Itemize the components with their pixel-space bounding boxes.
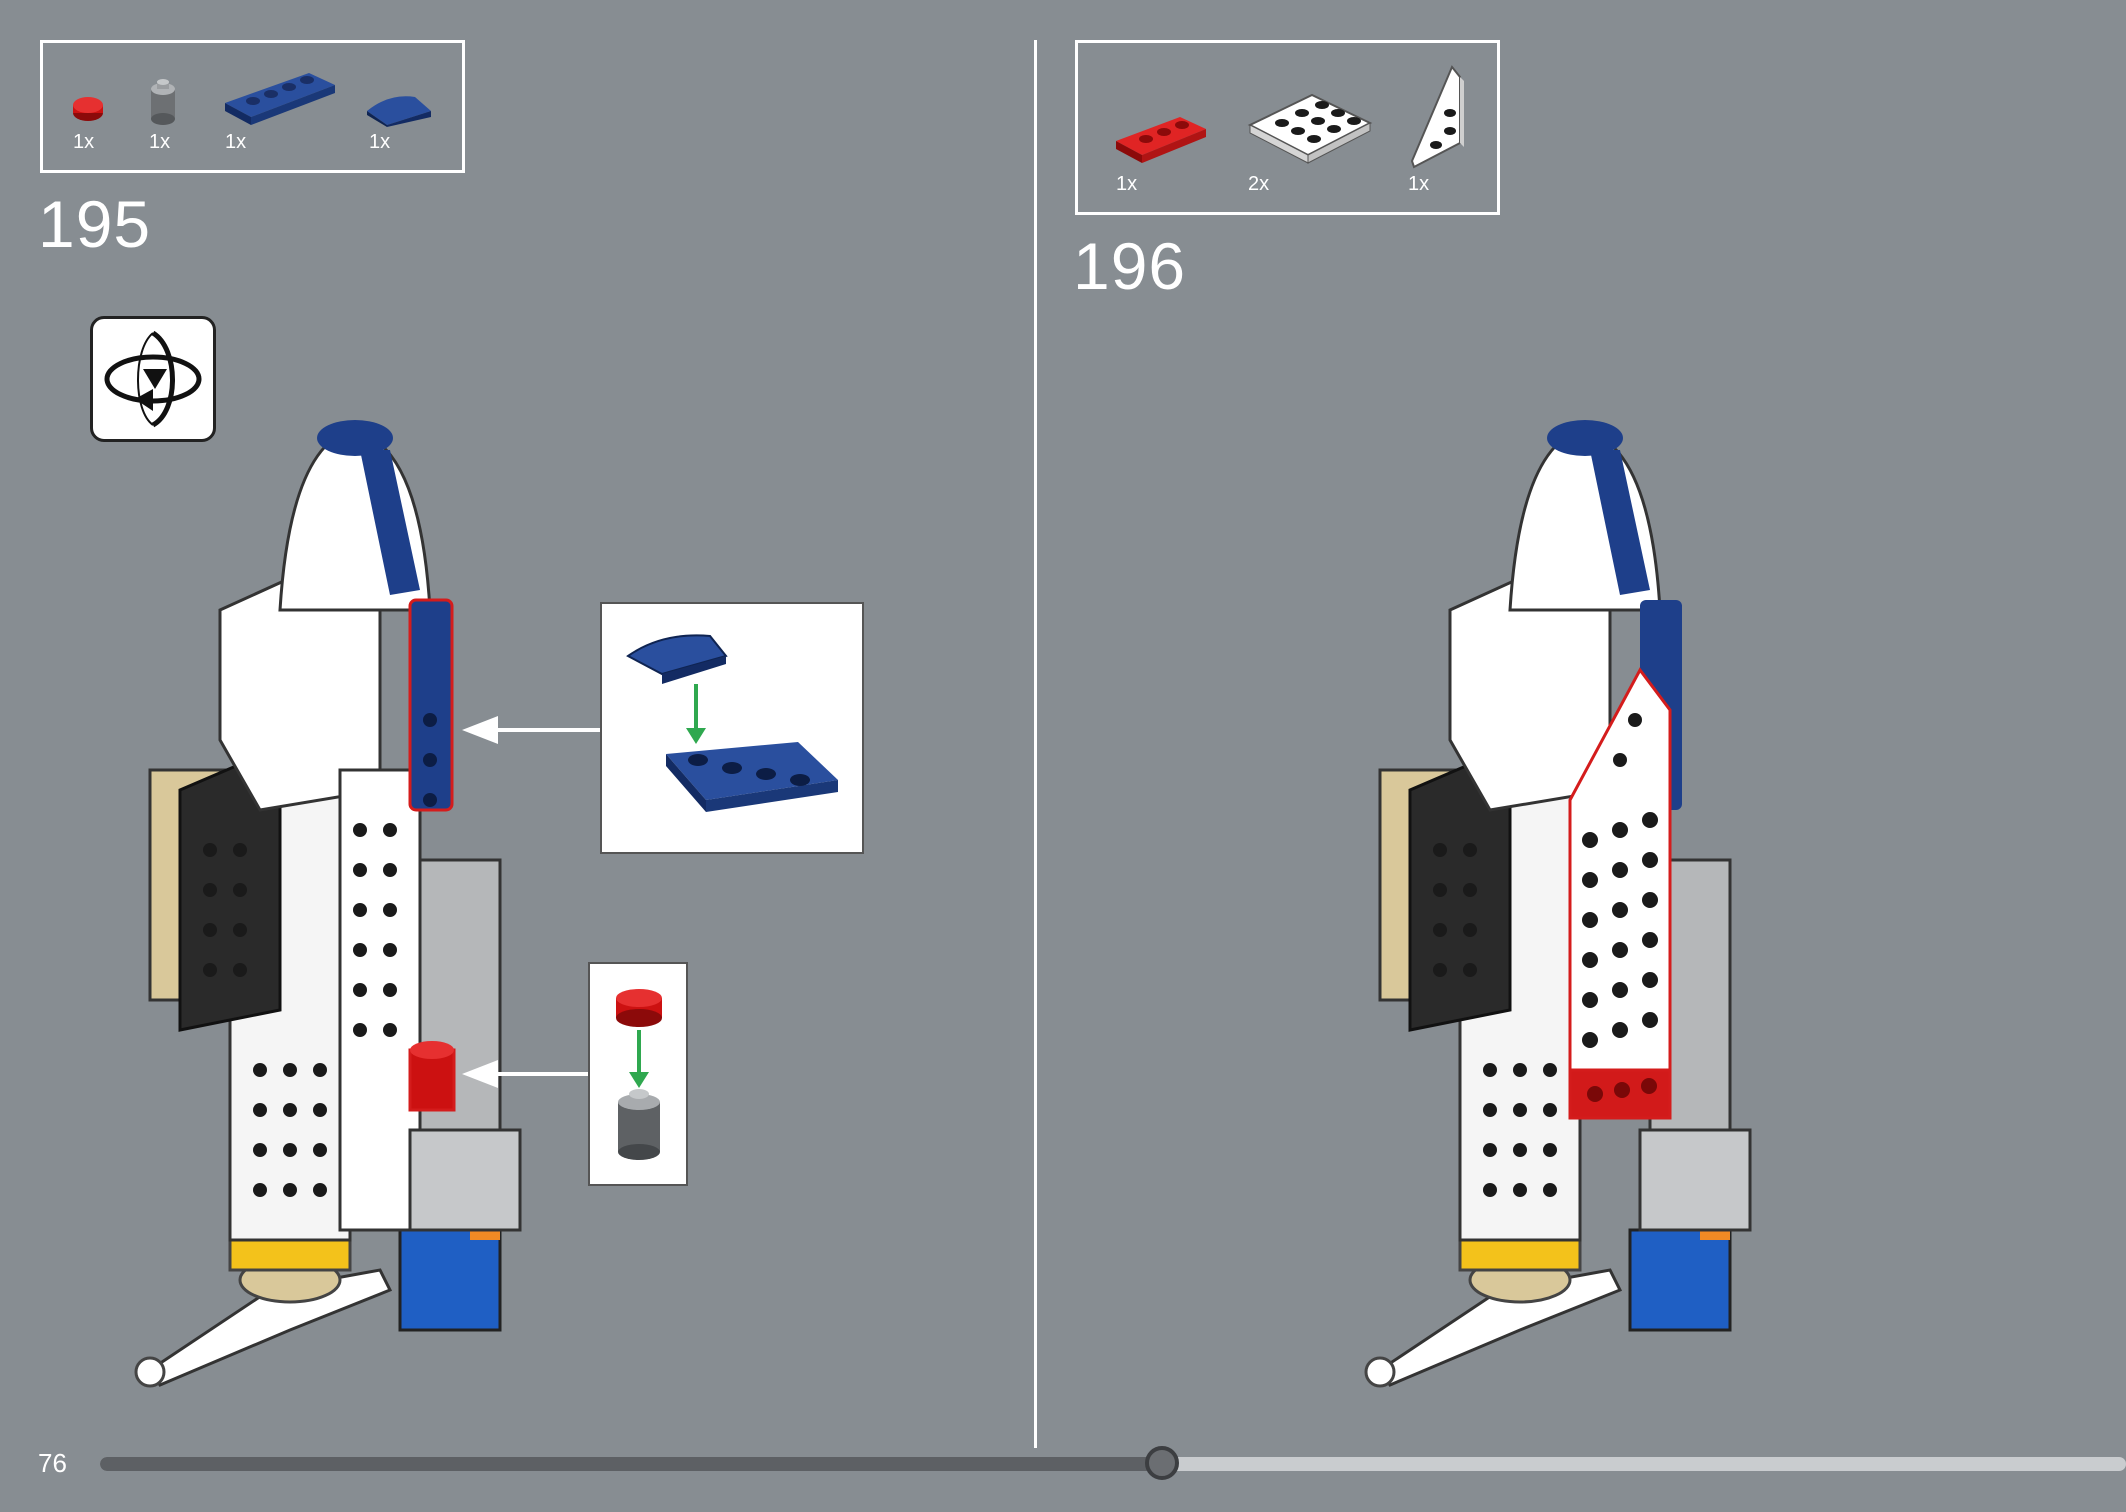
page-divider — [1034, 40, 1037, 1448]
progress-handle[interactable] — [1145, 1446, 1179, 1480]
rotate-model-indicator — [90, 316, 216, 442]
white-wedge-plate-icon — [1410, 65, 1464, 169]
model-illustration-step-195 — [120, 410, 540, 1400]
step-number: 196 — [1073, 229, 1187, 303]
parts-list-step-195: 1x 1x 1x 1x — [40, 40, 465, 173]
parts-list-step-196: 1x 2x 1x — [1075, 40, 1500, 215]
pointer-arrowhead-icon — [462, 1060, 498, 1088]
part-qty: 1x — [1408, 173, 1430, 195]
page-number: 76 — [38, 1448, 67, 1478]
part-qty: 1x — [73, 131, 95, 153]
white-plate-3x3-icon — [1247, 93, 1373, 164]
progress-fill — [100, 1457, 1162, 1471]
blue-plate-1x4-icon — [225, 73, 335, 125]
callout-pointer — [496, 1072, 590, 1076]
model-illustration-step-196 — [1350, 410, 1770, 1400]
part-qty: 1x — [1116, 173, 1138, 195]
part-qty: 1x — [149, 131, 171, 153]
part-qty: 1x — [225, 131, 247, 153]
sub-assembly-callout-slope — [600, 602, 864, 854]
gray-round-brick-1x1-icon — [151, 79, 175, 125]
blue-curved-slope-icon — [367, 96, 431, 127]
red-plate-1x3-icon — [1116, 117, 1206, 163]
rotate-icon — [104, 330, 202, 428]
part-qty: 2x — [1248, 173, 1270, 195]
step-number: 195 — [38, 187, 152, 261]
red-round-tile-1x1-icon — [73, 97, 103, 121]
sub-assembly-callout-round — [588, 962, 688, 1186]
pointer-arrowhead-icon — [462, 716, 498, 744]
callout-pointer — [496, 728, 602, 732]
part-qty: 1x — [369, 131, 391, 153]
